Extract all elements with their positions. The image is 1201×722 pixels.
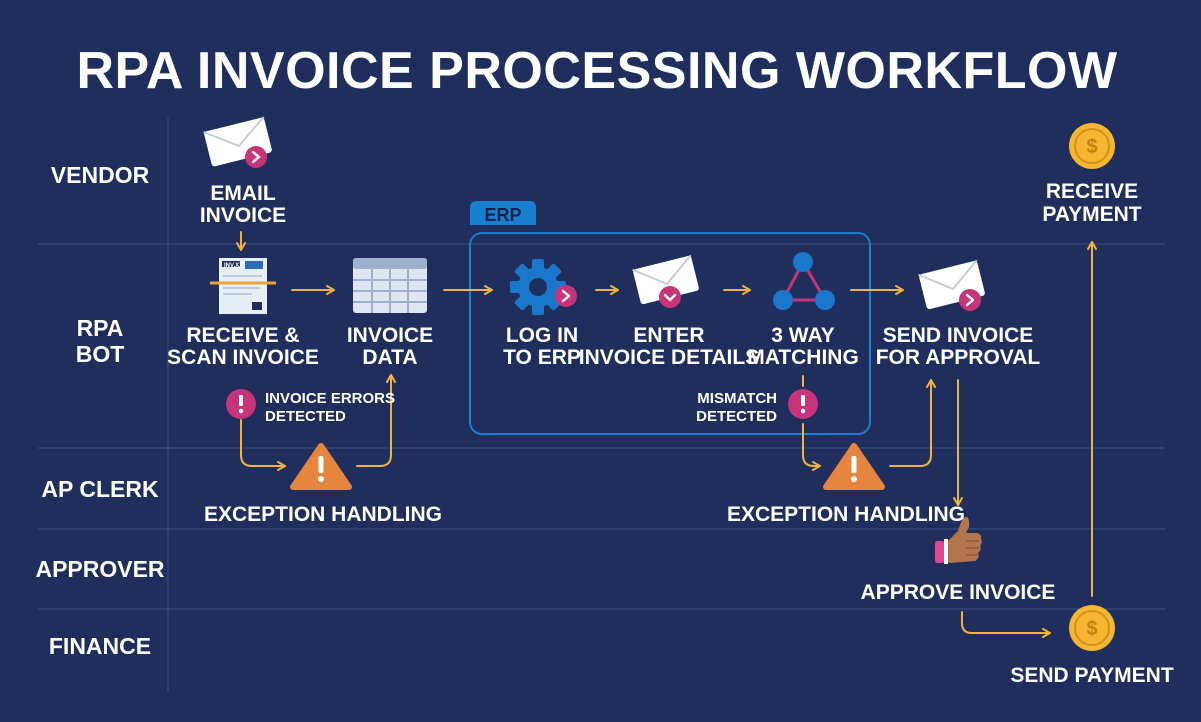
three-way-icon xyxy=(773,252,835,310)
arrow-badge-icon xyxy=(959,289,981,311)
step-invoice-data-line-2: DATA xyxy=(362,346,417,369)
arrow-badge-icon xyxy=(245,146,267,168)
step-three-way-line-2: MATCHING xyxy=(747,346,859,369)
scanned-invoice-icon: INV.XX xyxy=(210,258,276,314)
lane-label-ap-clerk: AP CLERK xyxy=(41,476,159,502)
lane-label-vendor: VENDOR xyxy=(51,162,150,188)
step-send-approval-line-1: SEND INVOICE xyxy=(883,324,1034,347)
chevron-down-badge-icon xyxy=(659,286,681,308)
step-email-invoice-line-1: EMAIL xyxy=(210,182,276,205)
erp-group: ERP xyxy=(469,201,871,435)
step-receive-scan-line-2: SCAN INVOICE xyxy=(167,346,319,369)
lane-label-approver: APPROVER xyxy=(35,556,164,582)
warning-triangle-icon xyxy=(290,443,352,490)
warning-triangle-icon xyxy=(823,443,885,490)
arrow-errors-to-exception xyxy=(240,419,286,471)
step-receive-payment-line-1: RECEIVE xyxy=(1046,180,1138,203)
step-exception-handling-2: EXCEPTION HANDLING xyxy=(727,503,965,526)
erp-box xyxy=(469,232,871,435)
step-receive-payment-line-2: PAYMENT xyxy=(1042,203,1141,226)
lane-label-finance: FINANCE xyxy=(49,633,151,659)
step-send-approval-line-2: FOR APPROVAL xyxy=(876,346,1041,369)
lane-label-bot: BOT xyxy=(76,341,125,367)
page-title: RPA INVOICE PROCESSING WORKFLOW xyxy=(76,42,1117,100)
gear-icon xyxy=(510,259,566,315)
lane-label-rpa: RPA xyxy=(77,315,124,341)
dollar-coin-icon: $ xyxy=(1069,605,1115,651)
step-enter-details-line-2: INVOICE DETAILS xyxy=(579,346,759,369)
exclamation-icon xyxy=(226,389,256,419)
arrow-approve-to-payment xyxy=(961,611,1051,638)
step-invoice-data-line-1: INVOICE xyxy=(347,324,433,347)
step-exception-handling-1: EXCEPTION HANDLING xyxy=(204,503,442,526)
exclamation-icon xyxy=(788,389,818,419)
step-log-in-line-2: TO ERP xyxy=(503,346,581,369)
alert-mismatch-line-1: MISMATCH xyxy=(697,390,777,407)
step-email-invoice-line-2: INVOICE xyxy=(200,204,286,227)
step-three-way-line-1: 3 WAY xyxy=(771,324,834,347)
arrow-exception-to-data xyxy=(356,374,396,467)
thumbs-up-icon xyxy=(935,516,982,564)
arrow-exception-to-send xyxy=(889,379,936,467)
step-receive-scan-line-1: RECEIVE & xyxy=(186,324,299,347)
step-enter-details-line-1: ENTER xyxy=(633,324,704,347)
scan-doc-header: INV.XX xyxy=(224,263,243,269)
connectors xyxy=(236,231,1097,638)
step-approve-invoice: APPROVE INVOICE xyxy=(861,581,1056,604)
table-icon xyxy=(353,258,427,313)
erp-tab xyxy=(470,201,536,225)
step-log-in-line-1: LOG IN xyxy=(506,324,578,347)
arrow-mismatch-to-exception xyxy=(802,423,821,471)
coin-symbol: $ xyxy=(1086,136,1097,158)
envelope-icon xyxy=(632,254,699,305)
alert-mismatch-line-2: DETECTED xyxy=(696,408,777,425)
arrow-badge-icon xyxy=(555,285,577,307)
alert-invoice-errors-line-2: DETECTED xyxy=(265,408,346,425)
step-send-payment: SEND PAYMENT xyxy=(1010,664,1174,687)
erp-label: ERP xyxy=(484,205,521,225)
dollar-coin-icon: $ xyxy=(1069,123,1115,169)
lane-grid xyxy=(38,118,1165,692)
coin-symbol: $ xyxy=(1086,618,1097,640)
alert-invoice-errors-line-1: INVOICE ERRORS xyxy=(265,390,395,407)
